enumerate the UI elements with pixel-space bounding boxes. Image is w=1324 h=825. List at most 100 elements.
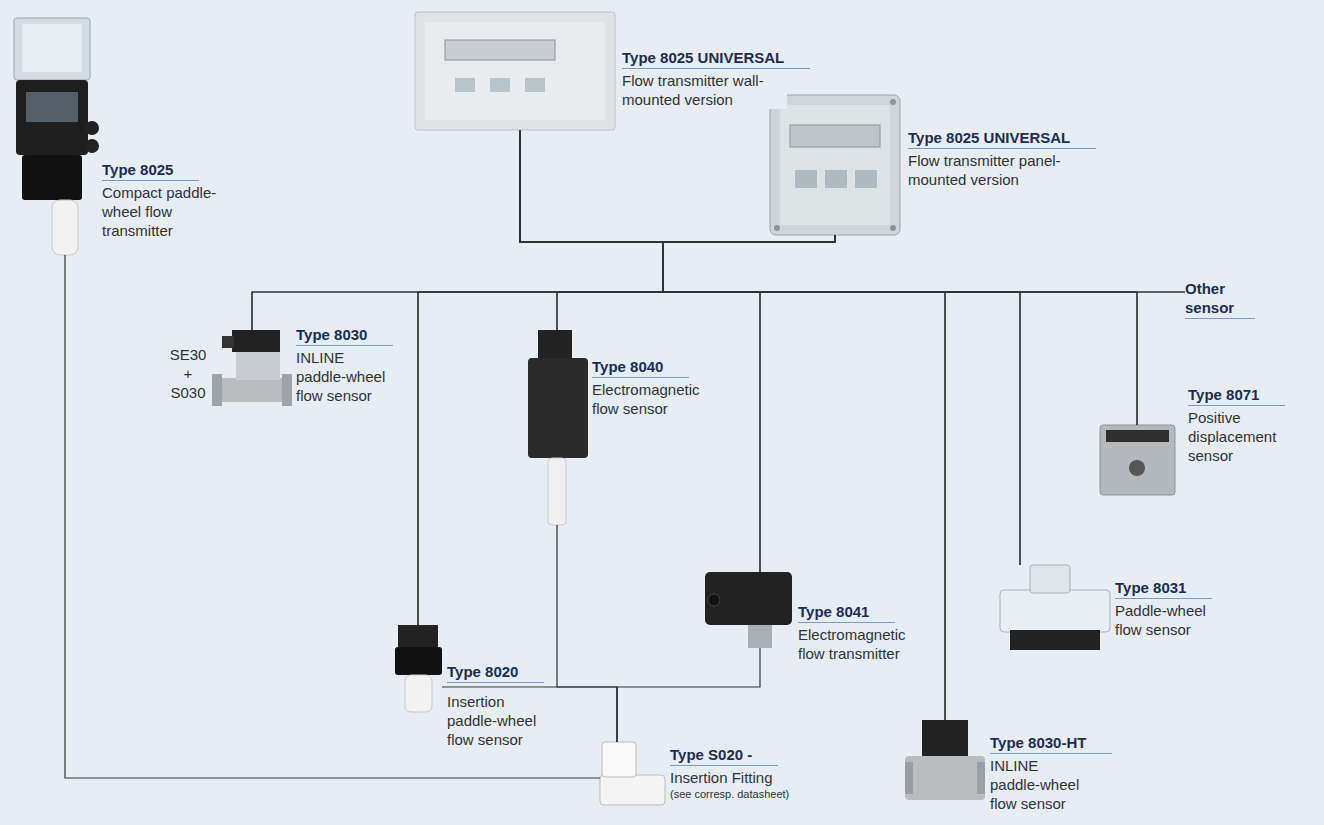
transparent-body [1000, 590, 1110, 632]
displacement-sensor-picture [1100, 425, 1175, 495]
electromagnetic-transmitter-picture [705, 572, 792, 648]
nut [22, 155, 82, 200]
label-block: Type 8071Positive displacement sensor [1188, 385, 1288, 465]
button [525, 78, 545, 92]
housing [415, 12, 615, 130]
housing [16, 80, 88, 155]
label-block: Type 8025 UNIVERSALFlow transmitter pane… [908, 128, 1096, 189]
front-face [780, 105, 890, 225]
description-text: Electromagnetic flow sensor [592, 380, 712, 418]
compact-transmitter-picture [14, 18, 99, 255]
probe [748, 625, 772, 648]
label-block: Type 8025 UNIVERSALFlow transmitter wall… [622, 48, 810, 109]
connector-line [663, 235, 945, 720]
nut [395, 647, 442, 675]
description-text: Electromagnetic flow transmitter [798, 625, 918, 663]
top-label [1106, 430, 1169, 442]
button [795, 170, 817, 188]
front-face [425, 22, 605, 120]
product-node: Type 8020Insertion paddle-wheel flow sen… [395, 625, 442, 712]
electromagnetic-sensor-picture [528, 330, 588, 525]
description-text: Insertion Fitting [670, 768, 840, 787]
type-heading: Type 8041 [798, 602, 895, 623]
product-node: Type 8041Electromagnetic flow transmitte… [705, 572, 792, 648]
transparent-lid [14, 18, 90, 80]
label-block: Type 8030-HTINLINE paddle-wheel flow sen… [990, 733, 1112, 813]
pipe [212, 378, 292, 402]
display [790, 125, 880, 147]
button [855, 170, 877, 188]
inline-ht-sensor-picture [905, 720, 985, 800]
screw [890, 225, 896, 231]
type-heading: Type 8040 [592, 357, 689, 378]
connector [922, 720, 968, 756]
label-block: Other sensor [1185, 279, 1255, 319]
connector-line [520, 130, 1185, 292]
connector [398, 625, 438, 647]
connector [232, 330, 280, 352]
description-text: Flow transmitter panel-mounted version [908, 151, 1078, 189]
base [1010, 630, 1100, 650]
label-block: Type 8041Electromagnetic flow transmitte… [798, 602, 918, 663]
product-node: Type 8071Positive displacement sensor [1100, 425, 1175, 495]
connector-line [663, 235, 1185, 292]
product-node: Type 8030INLINE paddle-wheel flow sensor [212, 330, 292, 410]
product-node: Type 8031Paddle-wheel flow sensor [1000, 565, 1110, 650]
fitting-picture [600, 742, 665, 805]
probe [405, 675, 432, 712]
plug [222, 336, 234, 348]
thread [905, 762, 913, 794]
display [26, 92, 78, 122]
connector-line [520, 130, 760, 572]
connector-line [520, 130, 663, 330]
description-text: INLINE paddle-wheel flow sensor [296, 348, 396, 405]
sensor-block [1100, 425, 1175, 495]
product-node: Type 8030-HTINLINE paddle-wheel flow sen… [905, 720, 985, 800]
steel-body [905, 756, 985, 800]
description-text: Positive displacement sensor [1188, 408, 1288, 465]
connector-line [520, 130, 945, 720]
button [455, 78, 475, 92]
connector-line [557, 235, 835, 330]
port [1129, 460, 1145, 476]
type-heading: Type 8030 [296, 325, 393, 346]
type-heading: Type 8031 [1115, 578, 1212, 599]
sensor-body [236, 350, 280, 380]
tee-boss [602, 742, 636, 777]
product-node: Type 8025Compact paddle-wheel flow trans… [12, 18, 100, 255]
label-block: Type 8020Insertion paddle-wheel flow sen… [447, 662, 547, 749]
label-block: Type S020 - Insertion Fitting(see corresp… [670, 745, 840, 801]
pipe-end [212, 374, 222, 406]
description-text: Flow transmitter wall-mounted version [622, 71, 787, 109]
display [445, 40, 555, 60]
product-node: Type 8040Electromagnetic flow sensor [528, 330, 588, 525]
connector-line [520, 130, 1137, 425]
type-heading: Type 8025 UNIVERSAL [622, 48, 810, 69]
type-heading: Type 8030-HT [990, 733, 1112, 754]
label-block: Type 8025Compact paddle-wheel flow trans… [102, 160, 220, 240]
description-text: (see corresp. datasheet) [670, 787, 789, 801]
product-node: Type 8025 UNIVERSALFlow transmitter wall… [415, 12, 615, 130]
wall-transmitter-picture [415, 12, 615, 130]
screw [774, 225, 780, 231]
panel-transmitter-picture [770, 95, 900, 235]
connector-line [617, 648, 760, 742]
description-text: Insertion paddle-wheel flow sensor [447, 692, 547, 749]
thread [977, 762, 985, 794]
housing [705, 572, 792, 625]
sensor-label-node: Other sensor [1185, 279, 1255, 319]
insertion-sensor-picture [395, 625, 442, 712]
label-block: Type 8030INLINE paddle-wheel flow sensor [296, 325, 396, 405]
product-node: Type S020 -Insertion Fitting(see corresp… [600, 742, 665, 812]
cable-gland [85, 139, 99, 153]
type-heading: Type S020 - [670, 745, 778, 766]
type-heading: Type 8025 UNIVERSAL [908, 128, 1096, 149]
description-text: Compact paddle-wheel flow transmitter [102, 183, 220, 240]
cable-gland [708, 594, 720, 606]
sensor-body [528, 358, 588, 458]
connector-line [65, 255, 600, 778]
type-heading: Type 8071 [1188, 385, 1285, 406]
inline-sensor-picture [212, 330, 292, 406]
description-text: Paddle-wheel flow sensor [1115, 601, 1215, 639]
